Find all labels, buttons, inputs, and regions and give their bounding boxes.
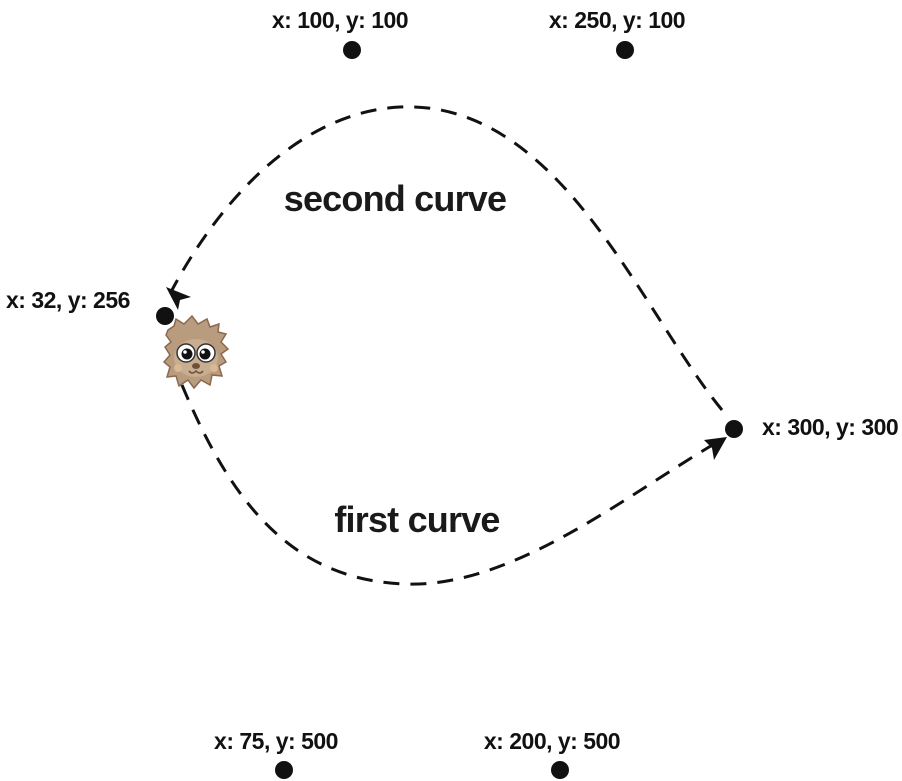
- point-label-end: x: 300, y: 300: [762, 414, 898, 440]
- hedgehog-icon: [164, 316, 228, 388]
- first-curve-path: [182, 385, 714, 584]
- first-curve-label: first curve: [334, 499, 499, 540]
- second-curve-arrowhead: [166, 287, 191, 310]
- point-label-bottom-right: x: 200, y: 500: [484, 728, 620, 754]
- control-point-bottom-right: [551, 761, 569, 779]
- start-point: [156, 307, 174, 325]
- control-point-top-left: [343, 41, 361, 59]
- end-point: [725, 420, 743, 438]
- second-curve-path: [172, 107, 722, 410]
- point-label-top-left: x: 100, y: 100: [272, 7, 408, 33]
- control-point-bottom-left: [275, 761, 293, 779]
- point-label-bottom-left: x: 75, y: 500: [214, 728, 338, 754]
- control-point-top-right: [616, 41, 634, 59]
- point-label-start: x: 32, y: 256: [6, 287, 130, 313]
- point-label-top-right: x: 250, y: 100: [549, 7, 685, 33]
- second-curve-label: second curve: [284, 178, 507, 219]
